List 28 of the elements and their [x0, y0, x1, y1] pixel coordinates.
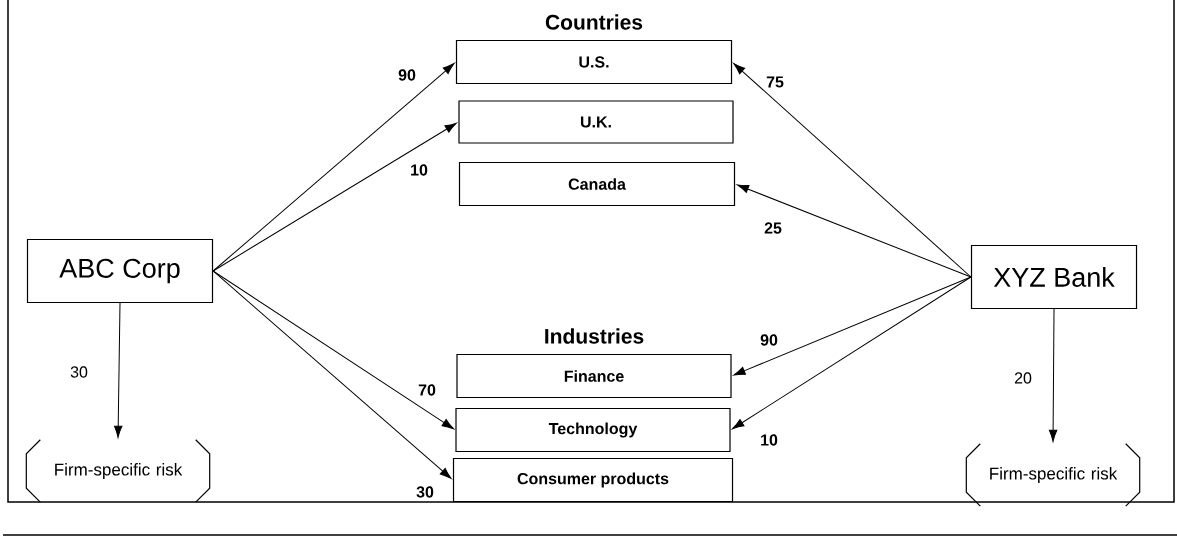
arrow [736, 184, 972, 278]
arrow [732, 276, 972, 430]
edge-label: 25 [763, 221, 783, 235]
category-box: Technology [455, 407, 731, 453]
arrow [1048, 308, 1058, 442]
edge-label: 75 [765, 75, 785, 89]
edge-label: 10 [759, 433, 779, 447]
arrow [733, 276, 972, 376]
category-box: Finance [456, 353, 732, 399]
arrow [733, 63, 972, 278]
arrow [212, 63, 455, 272]
edge-label: 10 [409, 163, 429, 177]
category-box: U.K. [458, 100, 734, 144]
category-box: Consumer products [452, 457, 734, 503]
arrow [212, 270, 452, 479]
category-box: U.S. [455, 39, 733, 85]
company-box: XYZ Bank [970, 244, 1138, 310]
company-box: ABC Corp [26, 238, 214, 304]
arrow [114, 302, 123, 438]
category-box: Canada [458, 161, 736, 207]
edge-label: 30 [69, 365, 89, 379]
edge-label: 70 [417, 383, 437, 397]
arrow [212, 270, 454, 430]
edge-label: 90 [397, 68, 417, 82]
edge-label: 90 [759, 333, 779, 347]
arrow [212, 122, 457, 272]
edge-label: 20 [1013, 371, 1033, 385]
edge-label: 30 [415, 485, 435, 499]
